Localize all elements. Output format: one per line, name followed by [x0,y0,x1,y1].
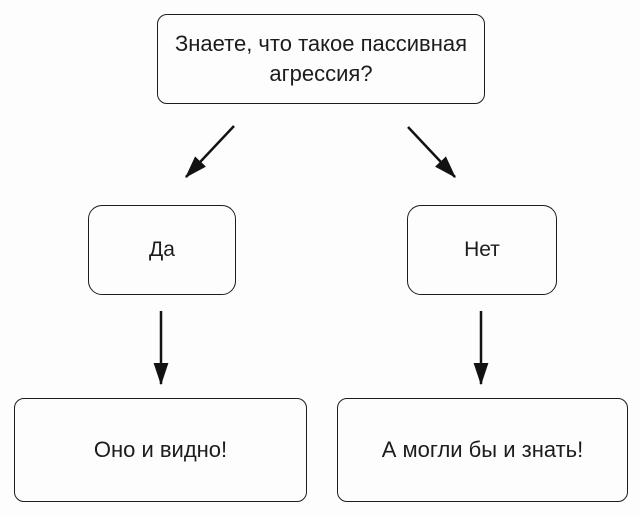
node-question: Знаете, что такое пассивная агрессия? [157,14,485,104]
node-result-yes: Оно и видно! [14,398,307,502]
node-answer-yes-label: Да [149,237,175,261]
arrow-question-to-no-icon [407,126,456,178]
node-result-no-label: А могли бы и знать! [381,437,584,463]
node-answer-yes: Да [88,205,236,295]
node-answer-no-label: Нет [464,237,500,261]
node-result-yes-label: Оно и видно! [93,437,228,463]
node-answer-no: Нет [407,205,557,295]
arrow-question-to-yes-icon [185,125,235,178]
node-question-label: Знаете, что такое пассивная агрессия? [174,31,468,86]
node-result-no: А могли бы и знать! [337,398,628,502]
